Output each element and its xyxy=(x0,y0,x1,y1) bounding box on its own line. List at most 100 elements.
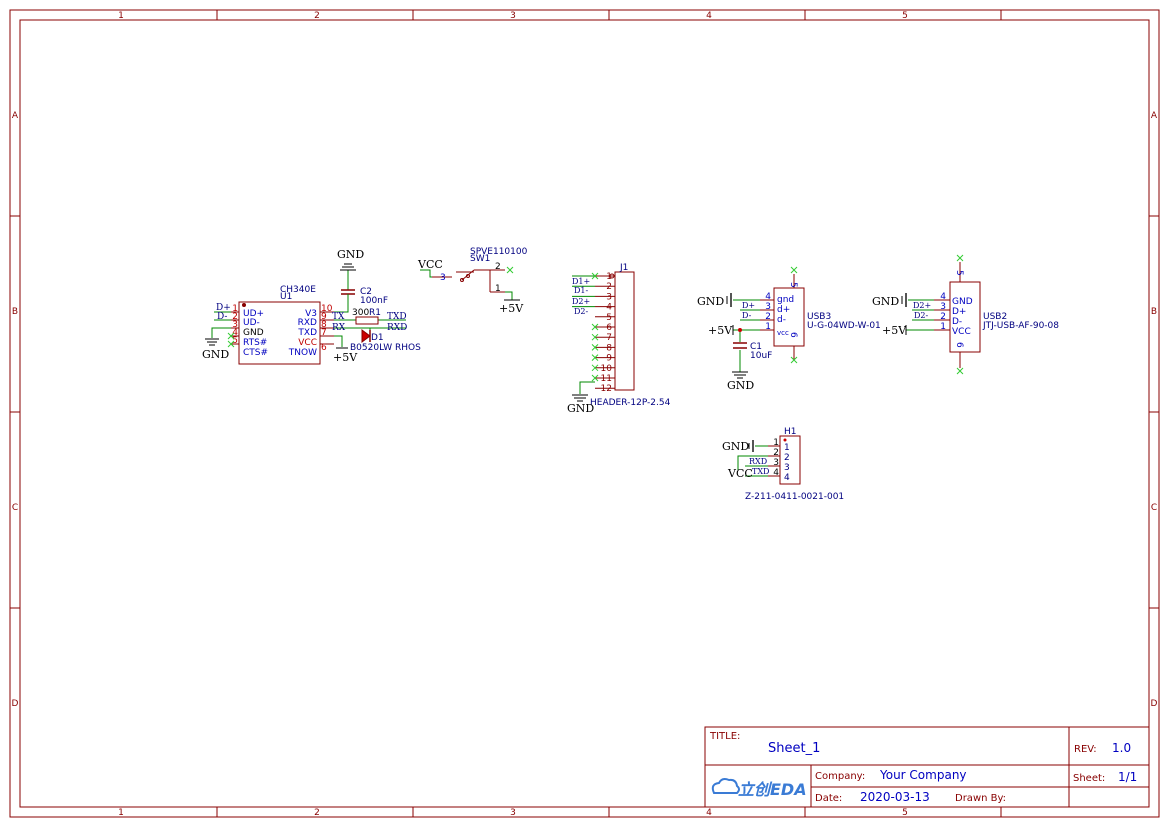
pin-num: 6 xyxy=(321,343,327,353)
c1-value: 10uF xyxy=(750,351,772,361)
net-label: TXD xyxy=(387,312,407,322)
row-label: A xyxy=(1151,111,1158,121)
logo-text: 立创EDA xyxy=(738,780,807,799)
gnd-symbol: GND xyxy=(202,338,229,361)
row-label: A xyxy=(12,111,19,121)
pin-num: 2 xyxy=(773,448,779,458)
rev-label: REV: xyxy=(1074,744,1097,755)
pin-name: UD+ xyxy=(243,309,264,319)
pin-num: 4 xyxy=(606,303,612,313)
r1-ref: R1 xyxy=(369,308,381,318)
sw1-switch[interactable]: SPVE110100 SW1 3 2 1 xyxy=(432,247,528,294)
company-value: Your Company xyxy=(879,768,967,782)
pin-num: 5 xyxy=(788,282,798,288)
noconnect-marks-u1 xyxy=(227,332,235,348)
pin-num: 3 xyxy=(440,273,446,283)
gnd-symbol: GND xyxy=(567,394,594,415)
col-label: 5 xyxy=(902,808,908,818)
pin-num: 7 xyxy=(321,328,327,338)
j1-value: HEADER-12P-2.54 xyxy=(590,398,671,408)
d1-diode[interactable]: D1 B0520LW RHOS xyxy=(350,329,421,353)
r1-resistor[interactable]: 300 R1 xyxy=(352,308,381,325)
u1-value: CH340E xyxy=(280,285,316,295)
pin-name: TXD xyxy=(297,328,317,338)
c2-capacitor[interactable]: C2 100nF xyxy=(341,287,388,306)
plus5v-label: +5V xyxy=(333,351,358,364)
gnd-symbol: GND xyxy=(722,440,754,453)
noconnect-icon xyxy=(591,354,599,361)
usb2-connector[interactable]: 4 3 2 1 GND D+ D- VCC 5 6 USB2 JTJ-USB-A… xyxy=(934,262,1059,368)
gnd-label: GND xyxy=(872,295,899,308)
title-label: TITLE: xyxy=(709,731,740,742)
noconnect-marks-usb3 xyxy=(790,266,798,364)
pin-name: vcc xyxy=(777,329,789,337)
pin-num: 8 xyxy=(321,320,327,330)
usb3-connector[interactable]: 4 3 2 1 gnd d+ d- vcc 5 6 USB3 U-G-04WD-… xyxy=(760,274,881,360)
pin-name: RTS# xyxy=(243,338,267,348)
col-label: 1 xyxy=(118,808,124,818)
net-label: D+ xyxy=(742,301,755,310)
pin-name: V3 xyxy=(305,309,317,319)
net-label: D2+ xyxy=(572,297,590,306)
company-label: Company: xyxy=(815,771,865,782)
plus5v-label: +5V xyxy=(708,324,733,337)
gnd-symbol: GND xyxy=(697,293,732,308)
pin-num: 6 xyxy=(788,332,798,338)
pin-num: 1 xyxy=(495,284,501,294)
usb3-ref: USB3 xyxy=(807,312,831,322)
cloud-icon xyxy=(711,778,740,794)
pin-num: 3 xyxy=(940,302,946,312)
noconnect-icon xyxy=(506,266,514,274)
net-label: D+ xyxy=(216,303,231,313)
pin-num: 1 xyxy=(765,322,771,332)
sheet-title: Sheet_1 xyxy=(768,741,820,756)
pin-num: 1 xyxy=(940,322,946,332)
title-block: TITLE: Sheet_1 REV: 1.0 Company: Your Co… xyxy=(704,726,1150,808)
pin-name: GND xyxy=(243,328,264,338)
pin-name: VCC xyxy=(298,338,317,348)
vcc-label: VCC xyxy=(727,467,753,480)
pin-name: d+ xyxy=(777,305,790,315)
sw1-ref: SW1 xyxy=(470,254,490,264)
net-label: D2- xyxy=(914,311,929,320)
c2-ref: C2 xyxy=(360,287,372,297)
usb2-net-labels: D2+ D2- xyxy=(913,301,931,320)
gnd-label: GND xyxy=(337,248,364,261)
usb2-value: JTJ-USB-AF-90-08 xyxy=(982,321,1059,331)
usb3-wires xyxy=(733,299,760,372)
pin-num: 10 xyxy=(321,304,333,314)
pin-num: 2 xyxy=(940,312,946,322)
c1-ref: C1 xyxy=(750,342,762,352)
plus5v-symbol: +5V xyxy=(333,347,358,364)
c1-capacitor[interactable]: C1 10uF xyxy=(733,342,772,361)
pin-num: 1 xyxy=(606,272,612,282)
pin-name: VCC xyxy=(952,327,971,337)
gnd-label: GND xyxy=(697,295,724,308)
u1-wires xyxy=(211,270,406,347)
noconnect-icon xyxy=(591,344,599,351)
usb2-ref: USB2 xyxy=(983,312,1007,322)
u1-ch340e[interactable]: CH340E U1 1 2 3 4 5 10 9 8 7 6 UD+ UD- G… xyxy=(231,285,334,365)
pin-name: D- xyxy=(952,317,962,327)
h1-connector[interactable]: 1 2 3 4 1 2 3 4 H1 Z-211-0411-0021-001 xyxy=(745,427,844,502)
noconnect-icon xyxy=(227,332,235,340)
plus5v-label: +5V xyxy=(499,302,524,315)
net-label: D- xyxy=(217,312,227,322)
row-label: C xyxy=(1151,503,1157,513)
pin-num: 12 xyxy=(601,384,612,394)
drawn-by-label: Drawn By: xyxy=(955,793,1006,804)
frame-labels: 1 2 3 4 5 1 2 3 4 5 A B C D A B C D xyxy=(12,11,1158,818)
pin-num: 9 xyxy=(606,354,612,364)
pin-num: 2 xyxy=(495,262,501,272)
net-label: D1+ xyxy=(572,277,590,286)
pin-name: TNOW xyxy=(288,348,317,358)
lceda-logo: 立创EDA xyxy=(711,778,807,799)
net-label: RXD xyxy=(749,457,767,466)
row-label: B xyxy=(1151,307,1157,317)
col-label: 4 xyxy=(706,808,712,818)
vcc-label: VCC xyxy=(417,258,443,271)
pin-num: 2 xyxy=(232,312,238,322)
pin-num: 5 xyxy=(954,270,964,276)
gnd-symbol: GND xyxy=(337,248,364,271)
